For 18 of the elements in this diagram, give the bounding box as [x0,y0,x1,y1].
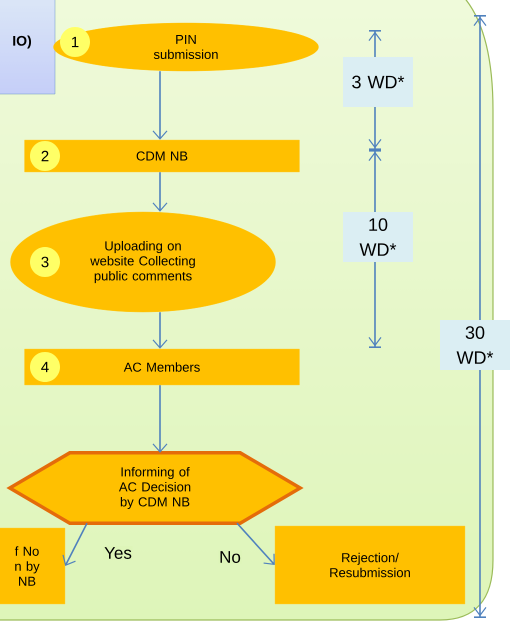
process-box: f No n by NB [0,528,66,604]
arrow [62,522,88,566]
step-number-badge: 2 [30,141,60,171]
arrow [152,385,168,453]
arrow [152,172,168,212]
edge-label: Yes [103,546,133,560]
duration-label: 10 WD* [343,212,413,262]
arrow [152,312,168,349]
note-box: IO) [0,0,56,94]
duration-label: 30 WD* [440,320,510,370]
step-number-badge: 3 [30,247,60,277]
arrow [152,71,168,140]
step-number-badge: 4 [30,352,60,382]
duration-label: 3 WD* [343,57,413,107]
edge-label: No [218,550,242,564]
process-box: Rejection/ Resubmission [274,526,466,604]
step-number-badge: 1 [60,27,90,58]
arrow [236,522,275,565]
